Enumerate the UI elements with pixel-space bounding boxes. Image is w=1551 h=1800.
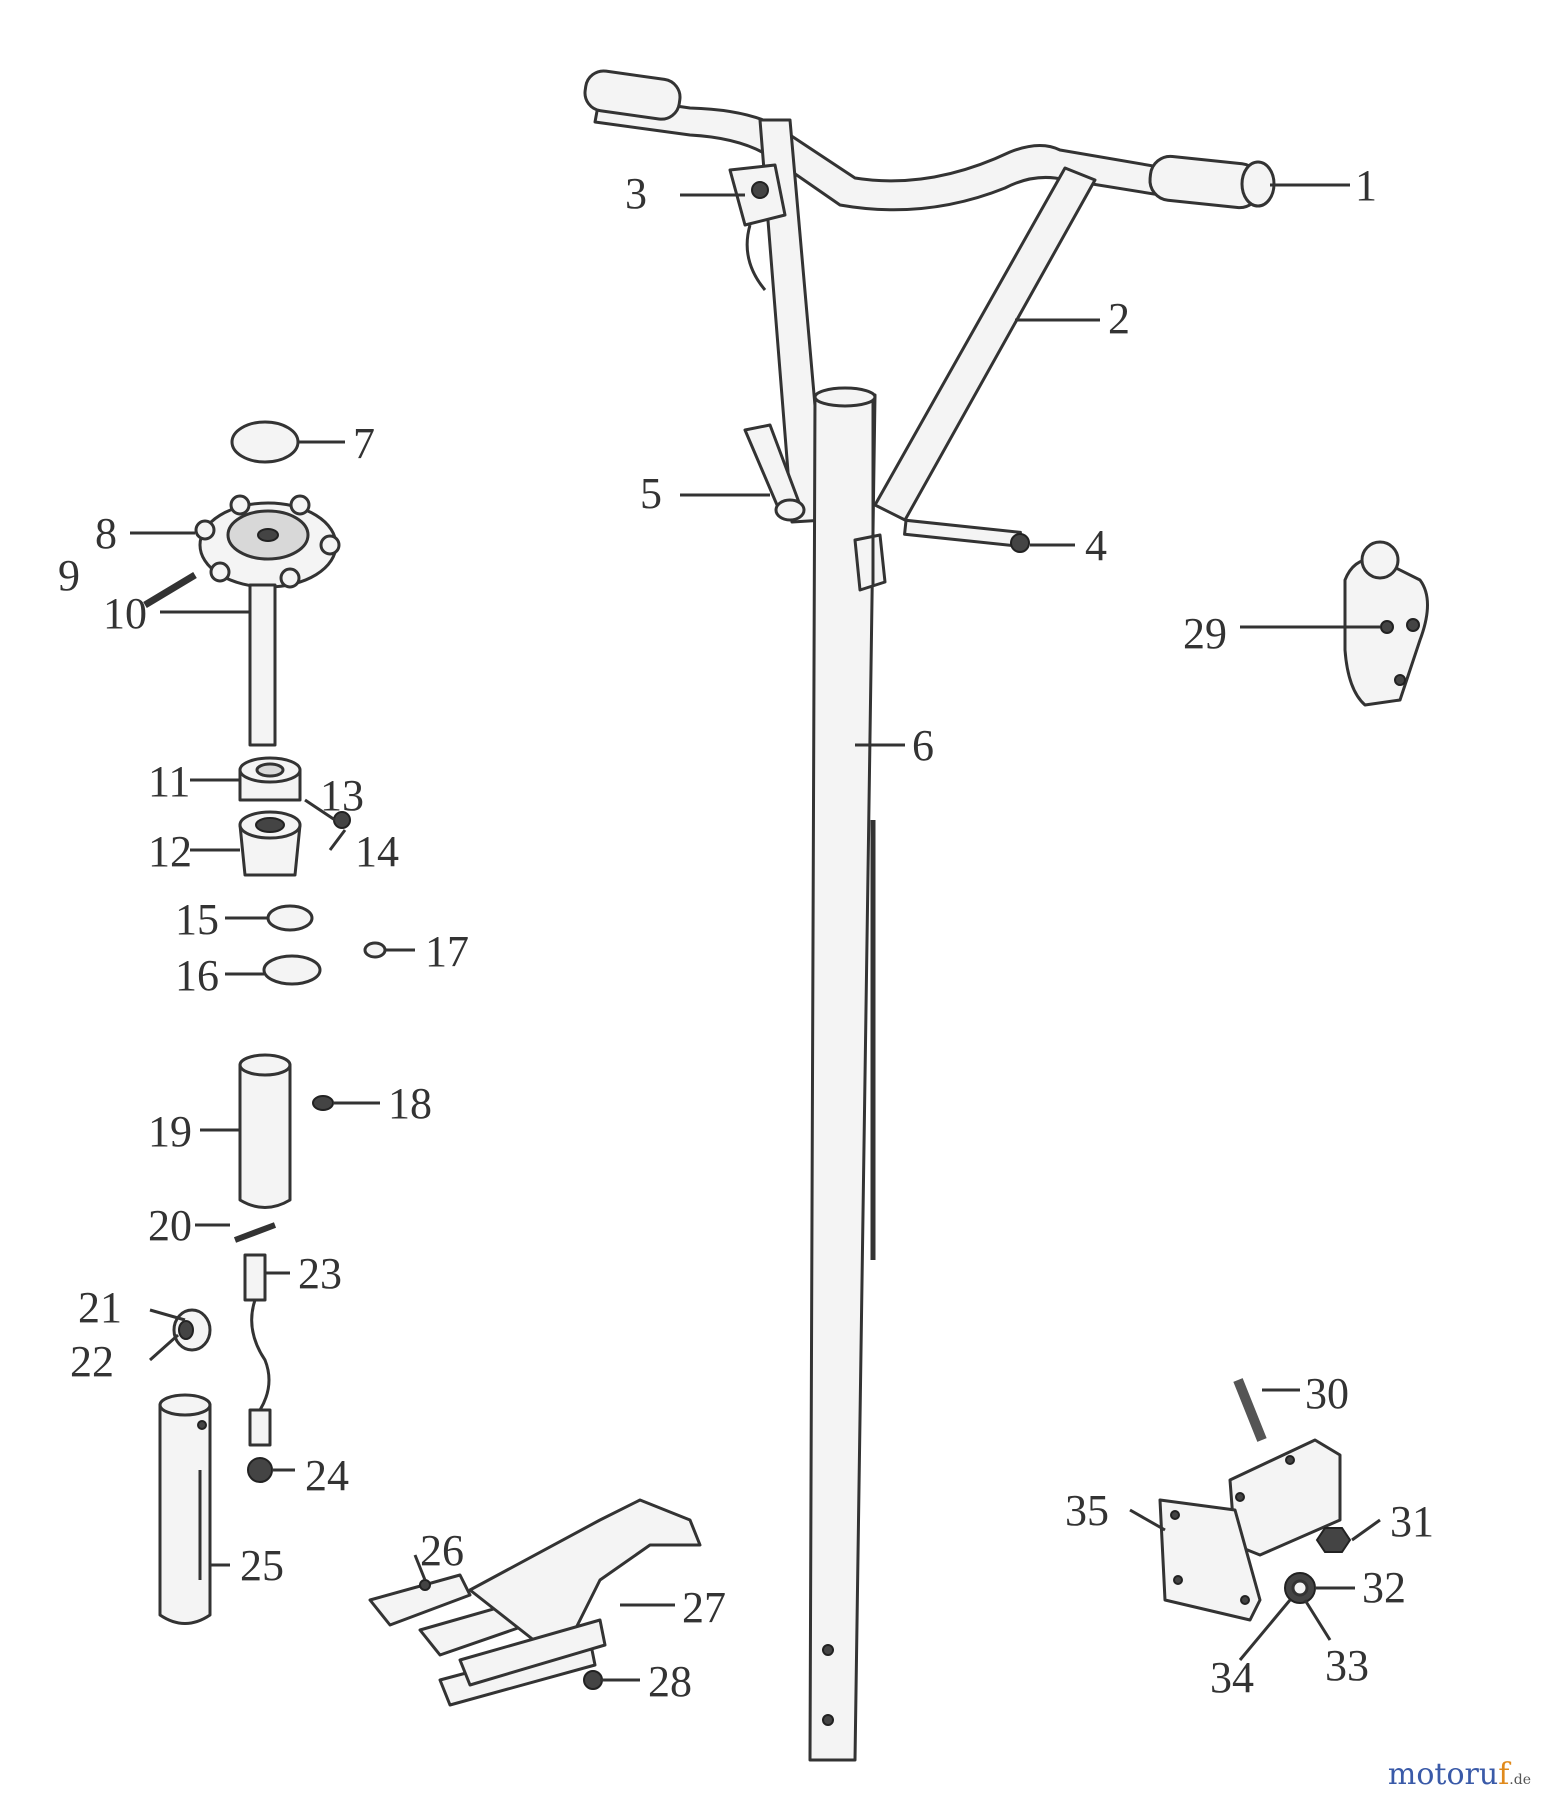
handle-lever bbox=[743, 423, 806, 522]
part-label-35: 35 bbox=[1065, 1486, 1109, 1535]
part-label-31: 31 bbox=[1390, 1497, 1434, 1546]
pin bbox=[143, 571, 197, 609]
part-label-30: 30 bbox=[1305, 1369, 1349, 1418]
handlebar bbox=[583, 69, 1276, 212]
spacer bbox=[363, 941, 387, 959]
steering-shaft bbox=[248, 583, 277, 747]
part-label-29: 29 bbox=[1183, 609, 1227, 658]
part-label-20: 20 bbox=[148, 1201, 192, 1250]
tube-25 bbox=[158, 1393, 212, 1625]
watermark: motoruf.de bbox=[1388, 1757, 1531, 1792]
part-label-2: 2 bbox=[1108, 294, 1130, 343]
washer-large bbox=[262, 954, 322, 986]
fork-bracket bbox=[368, 1498, 702, 1707]
part-label-8: 8 bbox=[95, 509, 117, 558]
throttle-housing bbox=[1343, 540, 1429, 707]
part-label-6: 6 bbox=[912, 721, 934, 770]
part-label-3: 3 bbox=[625, 169, 647, 218]
pin-20 bbox=[233, 1222, 277, 1243]
part-label-28: 28 bbox=[648, 1657, 692, 1706]
nut-31 bbox=[1315, 1527, 1352, 1553]
part-label-17: 17 bbox=[425, 927, 469, 976]
throttle-lever bbox=[728, 163, 787, 291]
bushing-upper bbox=[238, 756, 302, 802]
part-label-21: 21 bbox=[78, 1283, 122, 1332]
part-label-1: 1 bbox=[1355, 161, 1377, 210]
part-label-18: 18 bbox=[388, 1079, 432, 1128]
main-shaft bbox=[808, 386, 887, 1762]
part-label-32: 32 bbox=[1362, 1563, 1406, 1612]
cable-connector bbox=[243, 1253, 273, 1483]
mount-bracket bbox=[1158, 1438, 1342, 1622]
part-label-11: 11 bbox=[148, 757, 190, 806]
part-label-19: 19 bbox=[148, 1107, 192, 1156]
watermark-main: motoru bbox=[1387, 1757, 1499, 1792]
bushing-lower bbox=[238, 810, 302, 877]
screw-18 bbox=[312, 1095, 334, 1111]
part-label-12: 12 bbox=[148, 827, 192, 876]
part-label-22: 22 bbox=[70, 1337, 114, 1386]
part-label-24: 24 bbox=[305, 1451, 349, 1500]
part-label-25: 25 bbox=[240, 1541, 284, 1590]
leader-lines bbox=[130, 183, 1381, 1682]
part-labels: 1 2 3 4 5 6 7 8 9 10 11 12 13 14 15 16 1… bbox=[58, 161, 1434, 1706]
washer-small bbox=[266, 904, 314, 932]
part-label-7: 7 bbox=[353, 419, 375, 468]
cap bbox=[230, 420, 300, 464]
part-label-4: 4 bbox=[1085, 521, 1107, 570]
bolt-30 bbox=[1233, 1378, 1267, 1442]
part-label-9: 9 bbox=[58, 551, 80, 600]
sleeve-tube bbox=[238, 1053, 292, 1209]
part-label-15: 15 bbox=[175, 895, 219, 944]
part-label-26: 26 bbox=[420, 1526, 464, 1575]
part-label-13: 13 bbox=[320, 771, 364, 820]
flange-plate bbox=[194, 494, 341, 589]
part-label-34: 34 bbox=[1210, 1653, 1254, 1702]
part-label-23: 23 bbox=[298, 1249, 342, 1298]
washer-stack bbox=[1284, 1572, 1316, 1604]
watermark-suffix: .de bbox=[1509, 1772, 1531, 1788]
part-label-27: 27 bbox=[682, 1583, 726, 1632]
watermark-f: f bbox=[1498, 1757, 1510, 1792]
part-label-16: 16 bbox=[175, 951, 219, 1000]
pivot-bolt bbox=[903, 518, 1030, 553]
part-label-33: 33 bbox=[1325, 1641, 1369, 1690]
roller bbox=[172, 1308, 212, 1352]
part-label-5: 5 bbox=[640, 469, 662, 518]
part-label-10: 10 bbox=[103, 589, 147, 638]
part-label-14: 14 bbox=[355, 827, 399, 876]
